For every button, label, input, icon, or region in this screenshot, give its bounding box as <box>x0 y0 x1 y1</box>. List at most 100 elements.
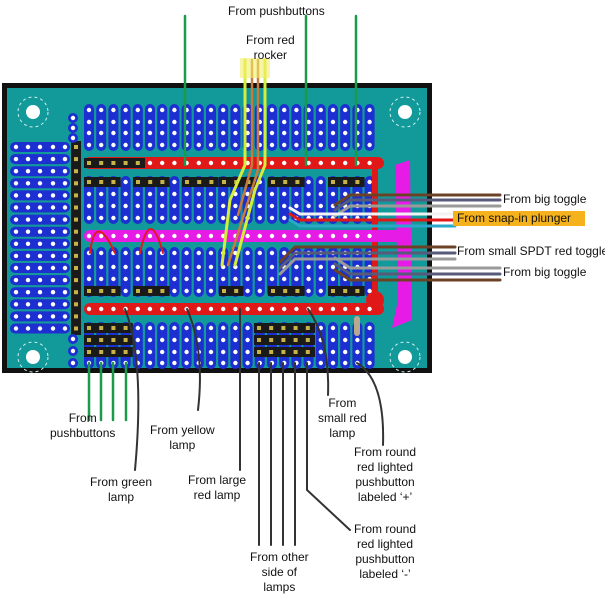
wire-snap-in-plunger <box>288 206 457 216</box>
hole <box>50 217 56 222</box>
hole <box>233 360 238 366</box>
pad-strip <box>267 322 277 369</box>
hole <box>13 302 19 307</box>
pin <box>111 289 116 293</box>
hole <box>269 306 275 312</box>
hole <box>269 215 275 221</box>
hole <box>343 360 348 366</box>
pin <box>148 180 153 184</box>
hole <box>172 288 177 294</box>
hole <box>160 130 165 136</box>
hole <box>184 233 189 239</box>
hole <box>172 191 177 197</box>
hole <box>147 276 153 282</box>
mounting-hole <box>398 350 412 364</box>
pad-strip <box>181 322 192 369</box>
wire-big-toggle-1 <box>333 193 502 207</box>
hole <box>62 326 68 331</box>
hole <box>269 160 275 166</box>
hole <box>160 142 165 148</box>
hole <box>318 288 323 294</box>
hole <box>37 144 43 150</box>
hole <box>86 130 92 136</box>
pad-strip <box>145 176 155 224</box>
pin <box>343 289 348 293</box>
hole <box>62 169 68 174</box>
hole <box>123 119 128 125</box>
hole <box>330 360 336 366</box>
hole <box>172 306 177 312</box>
hole <box>25 253 31 259</box>
pin <box>74 157 78 162</box>
hole <box>123 203 128 209</box>
hole <box>160 160 165 166</box>
hole <box>318 191 323 197</box>
hole <box>208 325 214 331</box>
hole <box>196 288 201 294</box>
hole <box>330 142 336 148</box>
hole <box>172 179 177 185</box>
pad-strip <box>84 176 94 224</box>
pad-strip <box>193 322 204 369</box>
hole <box>111 130 116 136</box>
hole <box>233 337 238 343</box>
pin <box>111 350 116 354</box>
hole <box>147 160 153 166</box>
hole <box>25 169 31 174</box>
pad-strip <box>96 176 107 224</box>
hole <box>172 250 177 256</box>
pad-strip <box>108 247 119 297</box>
pin <box>99 289 104 293</box>
hole <box>160 233 165 239</box>
hole <box>160 107 165 113</box>
header-lamp-left <box>84 347 133 357</box>
hole <box>330 306 336 312</box>
wire-small-spdt <box>278 245 457 264</box>
hole <box>111 119 116 125</box>
hole <box>196 191 201 197</box>
hole <box>50 169 56 174</box>
hole <box>245 250 250 256</box>
hole <box>25 241 31 246</box>
hole <box>147 325 153 331</box>
mounting-hole <box>398 105 412 119</box>
hole <box>208 349 214 355</box>
hole <box>330 349 336 355</box>
hole <box>355 349 360 355</box>
pin <box>99 338 104 342</box>
label-snap-in-plunger: From snap-in plunger <box>453 211 585 226</box>
pin <box>209 180 214 184</box>
hole <box>160 203 165 209</box>
hole <box>160 360 165 366</box>
pad-strip <box>193 104 204 151</box>
hole <box>269 250 275 256</box>
pin <box>269 326 274 330</box>
pin <box>281 350 286 354</box>
pin <box>197 180 202 184</box>
hole <box>62 241 68 246</box>
hole <box>25 290 31 295</box>
hole <box>99 107 104 113</box>
hole <box>123 142 128 148</box>
hole <box>70 125 76 131</box>
hole <box>99 276 104 282</box>
hole <box>37 265 43 271</box>
pin <box>74 217 78 222</box>
pad-strip <box>340 104 351 151</box>
hole <box>123 130 128 136</box>
hole <box>269 191 275 197</box>
hole <box>70 135 76 141</box>
rail-pad <box>366 291 384 309</box>
hole <box>160 349 165 355</box>
pin <box>123 338 128 342</box>
hole <box>111 233 116 239</box>
wire-red-rocker <box>233 58 267 267</box>
pin <box>74 241 78 246</box>
label-big-toggle-2: From big toggle <box>503 265 587 279</box>
hole <box>318 142 323 148</box>
hole <box>172 160 177 166</box>
hole <box>282 203 287 209</box>
